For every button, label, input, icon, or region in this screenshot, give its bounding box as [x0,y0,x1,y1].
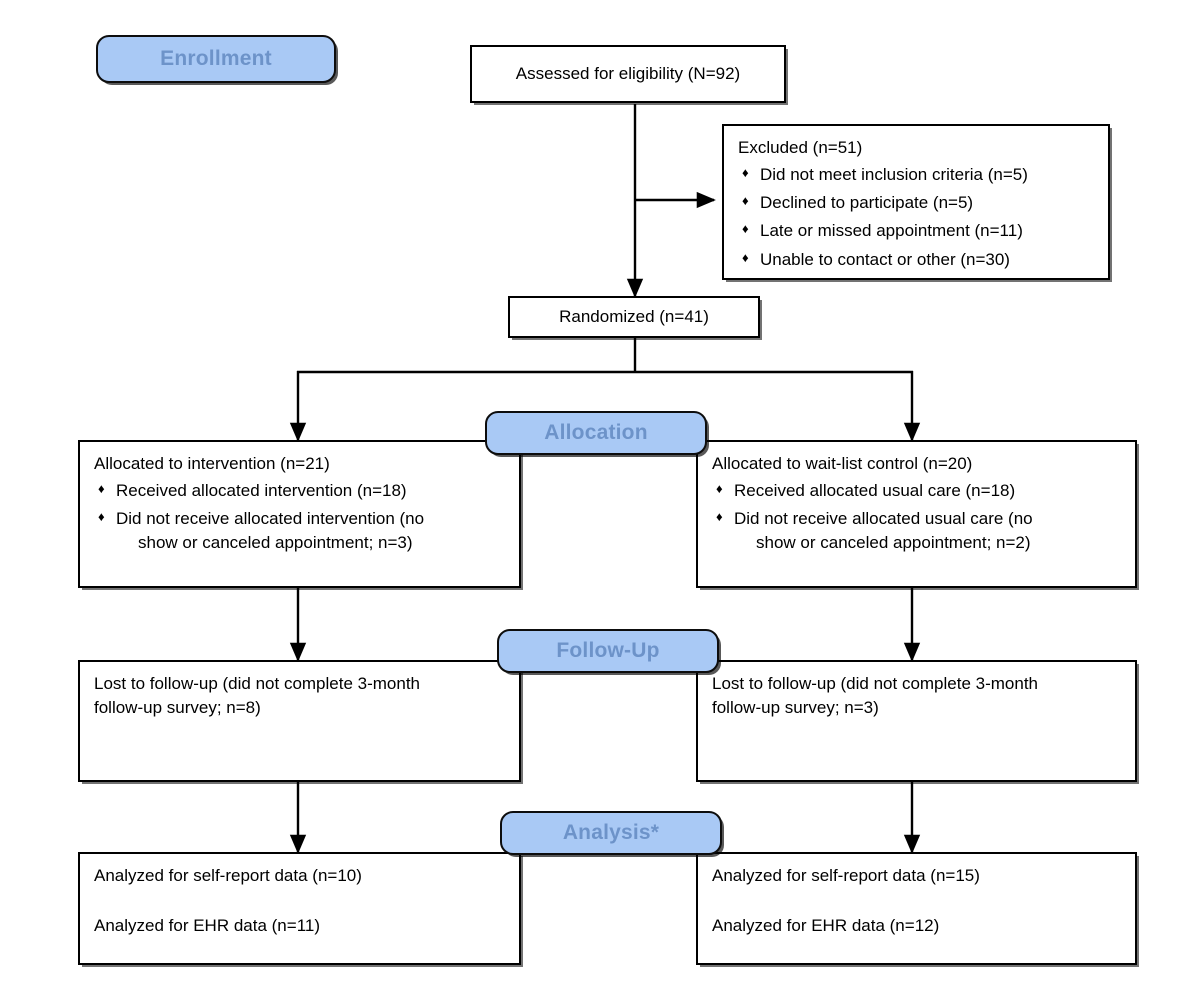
diamond-bullet-icon: ♦ [742,221,749,237]
node-followup-waitlist: Lost to follow-up (did not complete 3-mo… [696,660,1137,782]
alloc-right-heading: Allocated to wait-list control (n=20) [712,454,973,473]
diamond-bullet-icon: ♦ [716,509,723,525]
analysis-left-line1: Analyzed for self-report data (n=10) [94,866,362,885]
followup-left-line2: follow-up survey; n=8) [94,698,261,718]
assessed-text: Assessed for eligibility (N=92) [515,63,741,83]
followup-right-line1: Lost to follow-up (did not complete 3-mo… [712,674,1039,693]
stage-badge-followup: Follow-Up [497,629,719,673]
excluded-reason-3: Unable to contact or other (n=30) [760,249,1010,269]
alloc-right-list: ♦ Received allocated usual care (n=18) ♦… [712,479,1121,555]
followup-left-line1: Lost to follow-up (did not complete 3-mo… [94,674,421,693]
analysis-left-line2: Analyzed for EHR data (n=11) [94,916,320,936]
stage-badge-allocation-label: Allocation [544,421,648,444]
analysis-right-line2: Analyzed for EHR data (n=12) [712,916,940,936]
node-analysis-intervention: Analyzed for self-report data (n=10) Ana… [78,852,521,965]
stage-badge-allocation: Allocation [485,411,707,455]
node-excluded: Excluded (n=51) ♦ Did not meet inclusion… [722,124,1110,280]
list-item: ♦ Did not receive allocated intervention… [94,507,505,555]
alloc-right-item-1-line1: Did not receive allocated usual care (no [734,509,1033,529]
diamond-bullet-icon: ♦ [742,165,749,181]
node-allocation-intervention: Allocated to intervention (n=21) ♦ Recei… [78,440,521,588]
alloc-left-item-0-line1: Received allocated intervention (n=18) [116,481,407,501]
list-item: ♦ Unable to contact or other (n=30) [738,248,1094,272]
excluded-reason-0: Did not meet inclusion criteria (n=5) [760,165,1028,185]
stage-badge-analysis-label: Analysis* [562,821,660,844]
list-item: ♦ Late or missed appointment (n=11) [738,219,1094,243]
list-item: ♦ Did not meet inclusion criteria (n=5) [738,163,1094,187]
node-randomized: Randomized (n=41) [508,296,760,338]
excluded-reason-1: Declined to participate (n=5) [760,193,974,213]
alloc-left-item-1-line2: show or canceled appointment; n=3) [138,533,413,553]
excluded-reason-2: Late or missed appointment (n=11) [760,221,1023,241]
stage-badge-enrollment: Enrollment [96,35,336,83]
list-item: ♦ Received allocated intervention (n=18) [94,479,505,503]
node-followup-intervention: Lost to follow-up (did not complete 3-mo… [78,660,521,782]
excluded-heading: Excluded (n=51) [738,138,863,157]
node-analysis-waitlist: Analyzed for self-report data (n=15) Ana… [696,852,1137,965]
diamond-bullet-icon: ♦ [98,509,105,525]
analysis-right-line1: Analyzed for self-report data (n=15) [712,866,980,885]
list-item: ♦ Did not receive allocated usual care (… [712,507,1121,555]
diamond-bullet-icon: ♦ [742,249,749,265]
diamond-bullet-icon: ♦ [716,481,723,497]
node-assessed-for-eligibility: Assessed for eligibility (N=92) [470,45,786,103]
excluded-reason-list: ♦ Did not meet inclusion criteria (n=5) … [738,163,1094,272]
stage-badge-followup-label: Follow-Up [556,639,660,662]
list-item: ♦ Declined to participate (n=5) [738,191,1094,215]
alloc-left-list: ♦ Received allocated intervention (n=18)… [94,479,505,555]
list-item: ♦ Received allocated usual care (n=18) [712,479,1121,503]
randomized-text: Randomized (n=41) [559,306,709,326]
node-allocation-waitlist: Allocated to wait-list control (n=20) ♦ … [696,440,1137,588]
followup-right-line2: follow-up survey; n=3) [712,698,879,718]
alloc-right-item-1-line2: show or canceled appointment; n=2) [756,533,1031,553]
stage-badge-enrollment-label: Enrollment [160,47,272,70]
alloc-left-item-1-line1: Did not receive allocated intervention (… [116,509,425,529]
alloc-right-item-0-line1: Received allocated usual care (n=18) [734,481,1016,501]
diamond-bullet-icon: ♦ [98,481,105,497]
stage-badge-analysis: Analysis* [500,811,722,855]
diamond-bullet-icon: ♦ [742,193,749,209]
alloc-left-heading: Allocated to intervention (n=21) [94,454,330,473]
